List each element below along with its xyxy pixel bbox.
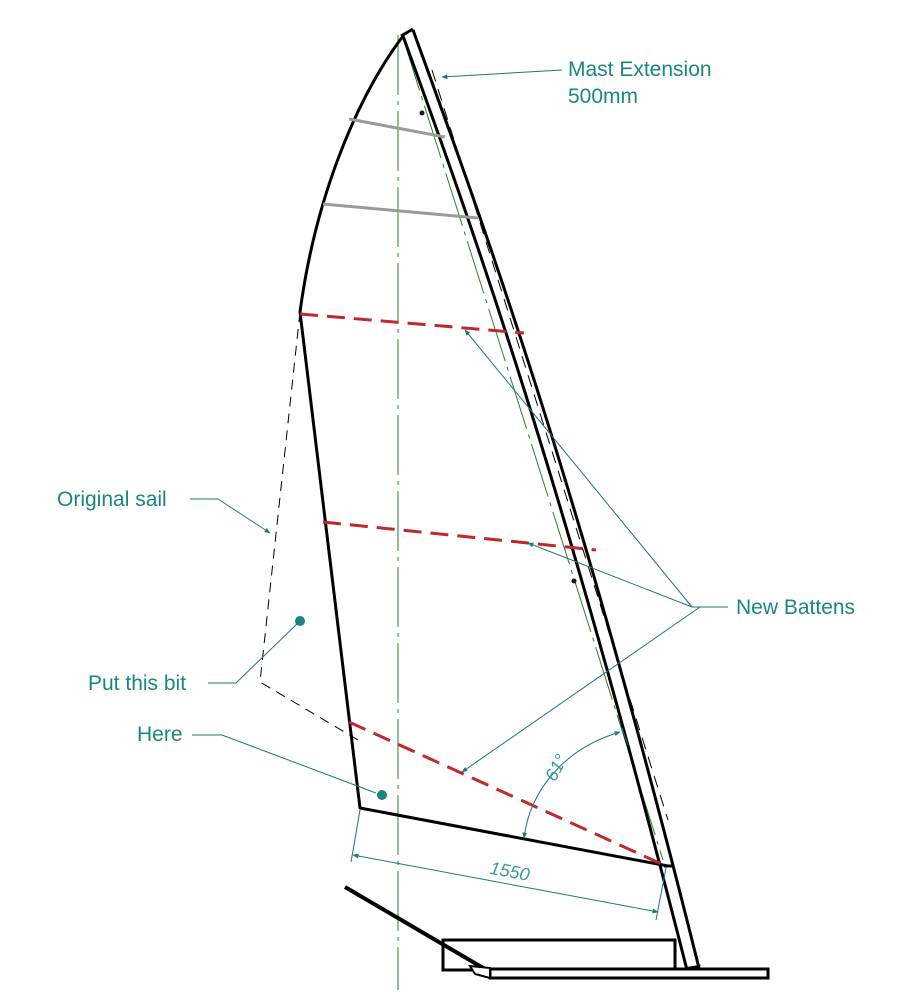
reference-point xyxy=(419,110,425,116)
old-batten xyxy=(348,117,446,139)
new-batten xyxy=(348,720,667,868)
dimension-extension-line xyxy=(350,809,361,863)
new-batten-leader xyxy=(527,542,693,608)
mast-extension-title: Mast Extension xyxy=(568,58,712,81)
here-label: Here xyxy=(137,723,183,746)
mast-extension-value: 500mm xyxy=(568,85,639,109)
mast-back-edge xyxy=(411,29,701,969)
boom xyxy=(343,885,492,974)
board-base xyxy=(488,967,770,980)
here-leader xyxy=(192,734,377,794)
new-battens-label: New Battens xyxy=(736,596,856,619)
mast-centerline xyxy=(402,37,664,861)
angle-extension-line xyxy=(621,727,629,746)
mast-extension-label: Mast Extension 500mm xyxy=(568,56,712,111)
foot-dimension-value: 1550 xyxy=(488,858,531,885)
original-sail-outline xyxy=(259,311,359,741)
put-this-bit-label: Put this bit xyxy=(88,672,187,695)
boom-end xyxy=(468,964,491,980)
mast-front-edge xyxy=(401,35,689,971)
sail-leech xyxy=(298,35,669,868)
new-batten-leader xyxy=(464,329,693,608)
put-this-bit-leader xyxy=(208,620,301,684)
old-batten xyxy=(322,202,479,220)
foot-dimension-line xyxy=(352,853,659,914)
angle-value: 61° xyxy=(541,751,571,784)
reference-point xyxy=(571,578,577,584)
original-sail-leader xyxy=(190,498,271,534)
mast-extension-leader xyxy=(441,69,563,80)
original-sail-label: Original sail xyxy=(57,488,167,511)
here-marker xyxy=(377,790,387,800)
mast-top-cap xyxy=(400,27,414,38)
new-batten xyxy=(322,520,597,552)
angle-arc xyxy=(522,731,621,839)
new-batten-leader xyxy=(461,606,701,773)
new-batten xyxy=(299,312,525,335)
